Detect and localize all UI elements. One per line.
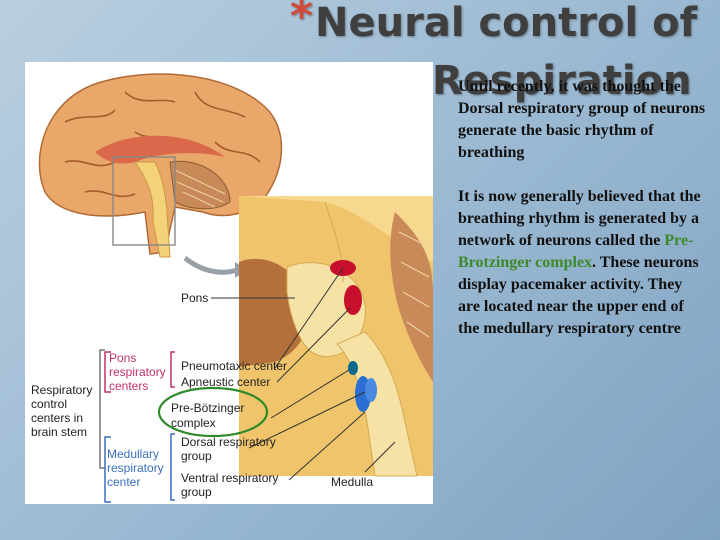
medullary-center-label-2: respiratory xyxy=(107,461,164,475)
prebotzinger-marker xyxy=(348,361,358,375)
apneustic-marker xyxy=(344,285,362,315)
paragraph-2-part-1: It is now generally believed that the br… xyxy=(458,188,701,249)
ventral-label-1: Ventral respiratory xyxy=(181,471,278,485)
medulla-label: Medulla xyxy=(331,475,373,489)
apneustic-label: Apneustic center xyxy=(181,375,270,389)
paragraph-1: Until recently, it was thought the Dorsa… xyxy=(458,78,706,161)
prebotzinger-callout-circle xyxy=(157,386,269,438)
group-label-4: brain stem xyxy=(31,425,87,439)
prebotzinger-highlight: Pre-Brotzinger complex xyxy=(458,232,694,271)
title-line-1: Neural control of xyxy=(315,0,697,46)
title-line-2: Respiration xyxy=(432,58,692,104)
pons-centers-label-1: Pons xyxy=(109,351,136,365)
ventral-label-2: group xyxy=(181,485,212,499)
pons-centers-label-2: respiratory xyxy=(109,365,166,379)
slide-title: *Neural control of Respiration xyxy=(290,0,720,110)
medullary-center-label-3: center xyxy=(107,475,140,489)
title-star-icon: * xyxy=(290,0,314,42)
dorsal-label-1: Dorsal respiratory xyxy=(181,435,276,449)
prebotzinger-label-2: complex xyxy=(171,416,216,430)
group-label-2: control xyxy=(31,397,67,411)
pneumotaxic-label: Pneumotaxic center xyxy=(181,359,287,373)
brain-diagram: Pons Medulla Respiratory control centers… xyxy=(25,62,433,504)
dorsal-label-2: group xyxy=(181,449,212,463)
paragraph-2-part-2: . These neurons display pacemaker activi… xyxy=(458,254,699,337)
pons-centers-label-3: centers xyxy=(109,379,148,393)
leader-lines xyxy=(211,267,396,481)
pons-label: Pons xyxy=(181,291,208,305)
brainstem-enlarged xyxy=(239,196,433,477)
group-label-3: centers in xyxy=(31,411,83,425)
paragraph-2: It is now generally believed that the br… xyxy=(458,186,708,340)
medullary-center-label-1: Medullary xyxy=(107,447,159,461)
body-text: Until recently, it was thought the Dorsa… xyxy=(458,76,708,362)
brain-sagittal xyxy=(38,73,283,258)
group-label-1: Respiratory xyxy=(31,383,92,397)
prebotzinger-label-1: Pre-Bötzinger xyxy=(171,401,244,415)
brain-figure: Pons Medulla Respiratory control centers… xyxy=(25,62,433,504)
dorsal-group-marker xyxy=(365,378,377,402)
